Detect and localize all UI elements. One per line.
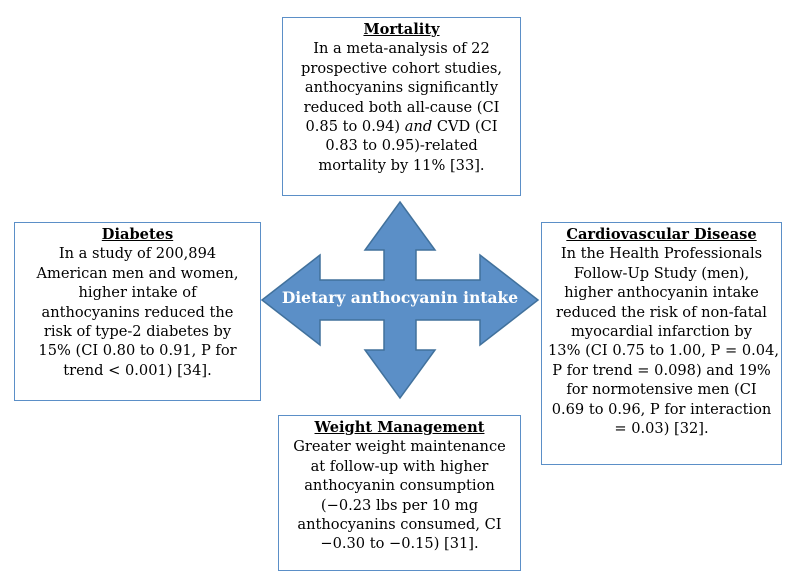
diabetes-line: 15% (CI 0.80 to 0.91, P for [38,342,237,360]
cardiovascular-line: In the Health Professionals [560,245,763,263]
weight-management-line: at follow-up with higher [310,457,489,475]
four-way-arrow-shape [260,200,540,400]
cardiovascular-box: Cardiovascular Disease In the Health Pro… [541,222,782,465]
mortality-line: In a meta-analysis of 22 [313,40,490,58]
cardiovascular-line: higher anthocyanin intake [564,284,759,302]
cardiovascular-line: for normotensive men (CI [566,381,757,399]
cardiovascular-line: 0.69 to 0.96, P for interaction [551,400,772,418]
weight-management-line: (−0.23 lbs per 10 mg [320,496,479,514]
weight-management-line: Greater weight maintenance [293,438,506,456]
diabetes-title: Diabetes [101,226,174,243]
cardiovascular-line: Follow-Up Study (men), [573,264,750,282]
weight-management-box: Weight Management Greater weight mainten… [278,415,521,571]
mortality-title: Mortality [363,21,440,38]
weight-management-line: anthocyanin consumption [304,477,495,495]
weight-management-title: Weight Management [314,419,485,436]
cardiovascular-line: reduced the risk of non-fatal [556,303,767,321]
cardiovascular-title: Cardiovascular Disease [566,226,757,243]
diabetes-line: risk of type-2 diabetes by [43,323,232,341]
cardiovascular-line: = 0.03) [32]. [614,420,709,438]
cardiovascular-line: 13% (CI 0.75 to 1.00, P = 0.04, [548,342,779,360]
diabetes-line: trend < 0.001) [34]. [63,361,212,379]
diabetes-line: higher intake of [78,284,197,302]
mortality-line: prospective cohort studies, [301,59,502,77]
mortality-box: Mortality In a meta-analysis of 22 prosp… [282,17,521,196]
diabetes-box: Diabetes In a study of 200,894 American … [14,222,261,401]
four-way-arrow [260,200,540,400]
weight-management-line: anthocyanins consumed, CI [297,516,502,534]
weight-management-line: −0.30 to −0.15) [31]. [320,535,479,553]
cardiovascular-line: myocardial infarction by [571,323,752,341]
diabetes-line: American men and women, [36,264,239,282]
diabetes-line: anthocyanins reduced the [41,303,234,321]
mortality-line: reduced both all-cause (CI [303,98,500,116]
center-label: Dietary anthocyanin intake [281,288,519,307]
mortality-line: mortality by 11% [33]. [318,156,485,174]
diabetes-line: In a study of 200,894 [58,245,217,263]
mortality-line: 0.85 to 0.94) and CVD (CI [305,118,498,136]
cardiovascular-line: P for trend = 0.098) and 19% [552,361,771,379]
mortality-line: anthocyanins significantly [304,79,499,97]
mortality-line: 0.83 to 0.95)-related [325,137,478,155]
